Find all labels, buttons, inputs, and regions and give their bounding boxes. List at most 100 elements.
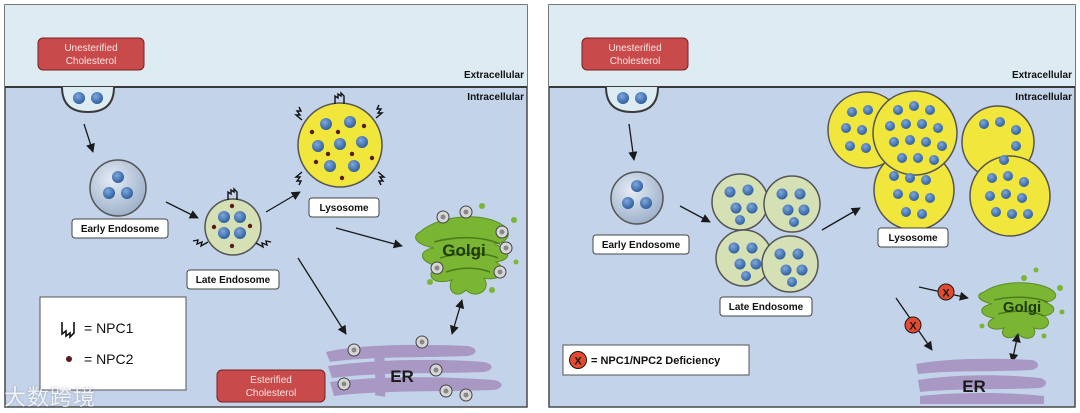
svg-text:X: X xyxy=(942,288,950,300)
x-icon: X xyxy=(937,283,955,301)
right-golgi-label: Golgi xyxy=(1003,299,1041,316)
left-unesterified-label-2: Cholesterol xyxy=(66,56,117,67)
left-early-cholesterol xyxy=(112,171,124,183)
left-golgi-label: Golgi xyxy=(442,241,485,260)
left-npc1-glyph xyxy=(294,106,303,121)
left-esterified-label-2: Cholesterol xyxy=(246,388,297,399)
left-arrow-late-to-lysosome xyxy=(265,191,301,213)
left-er xyxy=(326,335,502,402)
left-npc2-dot xyxy=(247,223,253,229)
right-lysosome-cluster xyxy=(827,90,1051,237)
right-lysosome-label: Lysosome xyxy=(888,233,938,244)
left-npc2-dot xyxy=(313,159,319,165)
left-lysosome-cholesterol xyxy=(334,138,346,150)
right-early-cholesterol xyxy=(640,197,652,209)
left-npc2-dot xyxy=(309,129,315,135)
left-npc2-dot xyxy=(369,155,375,161)
left-early-endosome-label: Early Endosome xyxy=(81,224,160,235)
right-unesterified-label-1: Unesterified xyxy=(608,43,661,54)
left-arrow-early-to-late xyxy=(165,201,199,219)
right-intracellular-label: Intracellular xyxy=(1015,92,1072,103)
right-legend-box xyxy=(562,344,750,376)
legend-npc1-label: = NPC1 xyxy=(84,320,134,336)
left-npc1-glyph xyxy=(377,171,386,186)
left-arrow-lysosome-to-er xyxy=(297,257,347,335)
left-esterified-box xyxy=(216,369,326,403)
right-late-label-box xyxy=(719,296,813,317)
right-arrow-late-to-lysosome xyxy=(821,207,861,231)
left-npc1-glyph xyxy=(192,239,209,248)
right-early-endosome xyxy=(610,171,664,225)
left-late-endosome-label: Late Endosome xyxy=(196,275,271,286)
right-er-label: ER xyxy=(962,377,986,396)
right-golgi xyxy=(978,267,1065,339)
left-esterified-label-1: Esterified xyxy=(250,375,292,386)
left-legend-box xyxy=(39,296,187,391)
svg-text:X: X xyxy=(574,356,582,368)
left-npc1-glyph xyxy=(255,240,272,249)
left-npc2-dot xyxy=(339,175,345,181)
left-lysosome-cholesterol xyxy=(356,136,368,148)
left-arrow-lysosome-to-golgi xyxy=(335,227,403,249)
right-late-endosome-cluster xyxy=(711,173,821,293)
left-unesterified-label-1: Unesterified xyxy=(64,43,117,54)
left-npc2-dot xyxy=(335,129,341,135)
left-extracellular-label: Extracellular xyxy=(464,70,524,81)
left-npc1-glyph xyxy=(227,187,238,200)
left-lysosome-cholesterol xyxy=(324,160,336,172)
deficiency-x-icon: X xyxy=(569,351,587,369)
left-npc2-dot xyxy=(325,151,331,157)
right-arrow-pit-to-early xyxy=(628,123,638,161)
left-npc2-dot xyxy=(349,151,355,157)
left-npc2-dot xyxy=(361,123,367,129)
left-npc1-glyph xyxy=(294,171,303,186)
left-npc2-dot xyxy=(229,203,235,209)
right-early-label-box xyxy=(592,234,690,255)
left-er-label: ER xyxy=(390,367,414,386)
npc2-icon xyxy=(66,356,72,362)
right-unesterified-box xyxy=(581,37,689,71)
right-pit-cholesterol xyxy=(617,92,629,104)
left-arrow-pit-to-early xyxy=(83,123,95,153)
left-late-cholesterol xyxy=(218,211,230,223)
left-npc1-glyph xyxy=(375,104,384,119)
right-er xyxy=(916,358,1046,404)
npc1-icon xyxy=(61,322,75,339)
left-unesterified-box xyxy=(37,37,145,71)
left-lysosome-label-box xyxy=(308,197,380,218)
right-late-endosome-label: Late Endosome xyxy=(729,302,804,313)
right-early-endosome-label: Early Endosome xyxy=(602,240,681,251)
left-early-cholesterol xyxy=(103,187,115,199)
left-late-cholesterol xyxy=(234,211,246,223)
left-early-cholesterol xyxy=(121,187,133,199)
left-golgi xyxy=(415,203,519,295)
left-lysosome-cholesterol xyxy=(348,160,360,172)
left-pit-cholesterol xyxy=(73,92,85,104)
x-icon: X xyxy=(904,316,922,334)
left-lysosome-cholesterol xyxy=(344,116,356,128)
left-late-cholesterol xyxy=(218,227,230,239)
left-lysosome-label: Lysosome xyxy=(319,203,369,214)
right-unesterified-label-2: Cholesterol xyxy=(610,56,661,67)
left-late-endosome xyxy=(204,198,262,256)
left-npc2-dot xyxy=(229,243,235,249)
left-early-endosome xyxy=(89,159,147,217)
left-lysosome-cholesterol xyxy=(312,140,324,152)
left-early-label-box xyxy=(71,218,169,239)
right-panel: Extracellular Intracellular Unesterified… xyxy=(548,4,1076,408)
left-panel: Extracellular Intracellular Unesterified… xyxy=(4,4,528,408)
left-late-label-box xyxy=(186,269,280,290)
right-arrow-er-golgi xyxy=(1009,333,1021,363)
watermark: 大数跨境 xyxy=(4,386,97,411)
right-membrane-pit xyxy=(605,86,659,114)
left-npc2-dot xyxy=(211,224,217,230)
right-extracellular-label: Extracellular xyxy=(1012,70,1072,81)
left-npc1-glyph xyxy=(334,91,345,104)
right-early-cholesterol xyxy=(631,180,643,192)
left-lysosome-cholesterol xyxy=(320,118,332,130)
deficiency-legend-label: = NPC1/NPC2 Deficiency xyxy=(591,355,721,367)
left-arrow-er-golgi xyxy=(449,299,465,335)
right-arrow-early-to-late xyxy=(679,205,711,223)
left-late-cholesterol xyxy=(234,227,246,239)
